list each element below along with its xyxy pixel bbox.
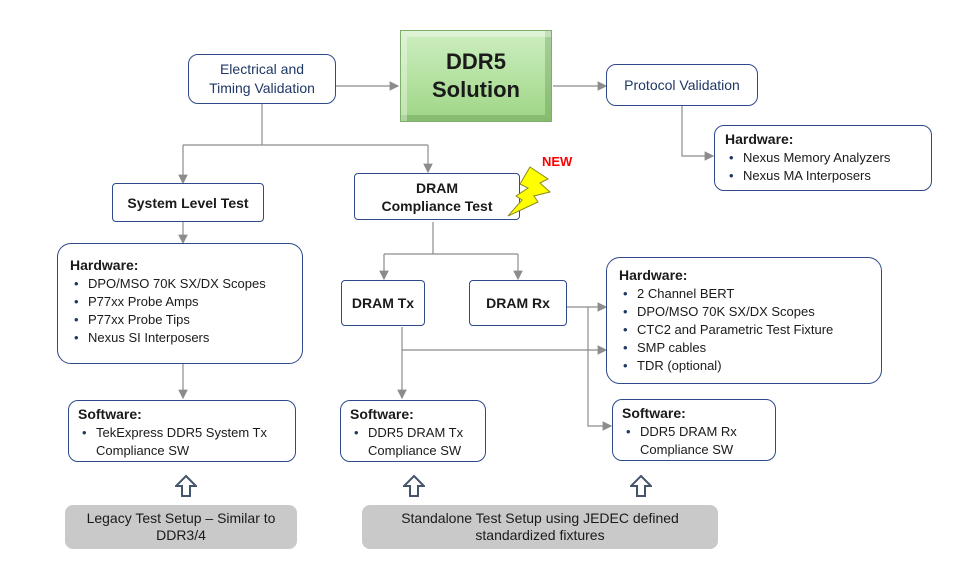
standalone-line2: standardized fixtures bbox=[475, 527, 605, 543]
standalone-line1: Standalone Test Setup using JEDEC define… bbox=[401, 510, 679, 526]
sw-tx-line1: DDR5 DRAM Tx bbox=[368, 425, 464, 440]
solution-title: Solution bbox=[432, 77, 520, 102]
list-item: CTC2 and Parametric Test Fixture bbox=[623, 321, 869, 339]
list-item: DPO/MSO 70K SX/DX Scopes bbox=[74, 275, 290, 293]
electrical-timing-box: Electrical and Timing Validation bbox=[188, 54, 336, 104]
list-item: P77xx Probe Amps bbox=[74, 293, 290, 311]
standalone-setup-box: Standalone Test Setup using JEDEC define… bbox=[362, 505, 718, 549]
list-item: DDR5 DRAM Rx Compliance SW bbox=[626, 423, 766, 459]
sw-tx-title: Software: bbox=[350, 406, 414, 422]
dram-compliance-line1: DRAM bbox=[416, 179, 458, 196]
sw-rx-title: Software: bbox=[622, 405, 686, 421]
new-badge: NEW bbox=[542, 154, 573, 169]
rx-hardware-box: Hardware: 2 Channel BERT DPO/MSO 70K SX/… bbox=[606, 257, 882, 384]
list-item: Nexus MA Interposers bbox=[729, 167, 921, 185]
protocol-validation-box: Protocol Validation bbox=[606, 64, 758, 106]
rx-hw-title: Hardware: bbox=[619, 267, 688, 283]
system-hw-title: Hardware: bbox=[70, 257, 139, 273]
sw-rx-line2: Compliance SW bbox=[640, 442, 734, 457]
legacy-setup-box: Legacy Test Setup – Similar to DDR3/4 bbox=[65, 505, 297, 549]
sw-system-line2: Compliance SW bbox=[96, 443, 190, 458]
system-hardware-box: Hardware: DPO/MSO 70K SX/DX Scopes P77xx… bbox=[57, 243, 303, 364]
sw-tx-line2: Compliance SW bbox=[368, 443, 462, 458]
up-arrow-icon bbox=[403, 474, 425, 497]
legacy-line2: DDR3/4 bbox=[156, 527, 206, 543]
sw-system-title: Software: bbox=[78, 406, 142, 422]
protocol-label: Protocol Validation bbox=[624, 77, 740, 93]
dram-compliance-box: DRAM Compliance Test bbox=[354, 173, 520, 220]
dram-compliance-line2: Compliance Test bbox=[381, 197, 493, 214]
protocol-hw-title: Hardware: bbox=[725, 131, 794, 147]
list-item: Nexus Memory Analyzers bbox=[729, 149, 921, 167]
electrical-line2: Timing Validation bbox=[209, 80, 315, 96]
sw-system-line1: TekExpress DDR5 System Tx bbox=[96, 425, 267, 440]
up-arrow-icon bbox=[630, 474, 652, 497]
list-item: DPO/MSO 70K SX/DX Scopes bbox=[623, 303, 869, 321]
ddr5-title: DDR5 bbox=[446, 49, 506, 74]
lightning-bolt-icon bbox=[507, 166, 552, 217]
legacy-line1: Legacy Test Setup – Similar to bbox=[86, 510, 276, 526]
system-level-label: System Level Test bbox=[127, 194, 249, 211]
dram-tx-box: DRAM Tx bbox=[341, 280, 425, 326]
electrical-line1: Electrical and bbox=[219, 61, 305, 77]
dram-rx-label: DRAM Rx bbox=[486, 295, 550, 311]
sw-rx-line1: DDR5 DRAM Rx bbox=[640, 424, 737, 439]
dram-tx-label: DRAM Tx bbox=[351, 295, 415, 311]
protocol-hardware-box: Hardware: Nexus Memory Analyzers Nexus M… bbox=[714, 125, 932, 191]
ddr5-solution-box: DDR5 Solution bbox=[400, 30, 552, 122]
list-item: SMP cables bbox=[623, 339, 869, 357]
list-item: 2 Channel BERT bbox=[623, 285, 869, 303]
software-rx-box: Software: DDR5 DRAM Rx Compliance SW bbox=[612, 399, 776, 461]
software-tx-box: Software: DDR5 DRAM Tx Compliance SW bbox=[340, 400, 486, 462]
list-item: P77xx Probe Tips bbox=[74, 311, 290, 329]
list-item: TekExpress DDR5 System Tx Compliance SW bbox=[82, 424, 286, 460]
list-item: TDR (optional) bbox=[623, 357, 869, 375]
system-level-test-box: System Level Test bbox=[112, 183, 264, 222]
software-system-box: Software: TekExpress DDR5 System Tx Comp… bbox=[68, 400, 296, 462]
up-arrow-icon bbox=[175, 474, 197, 497]
dram-rx-box: DRAM Rx bbox=[469, 280, 567, 326]
list-item: Nexus SI Interposers bbox=[74, 329, 290, 347]
list-item: DDR5 DRAM Tx Compliance SW bbox=[354, 424, 476, 460]
